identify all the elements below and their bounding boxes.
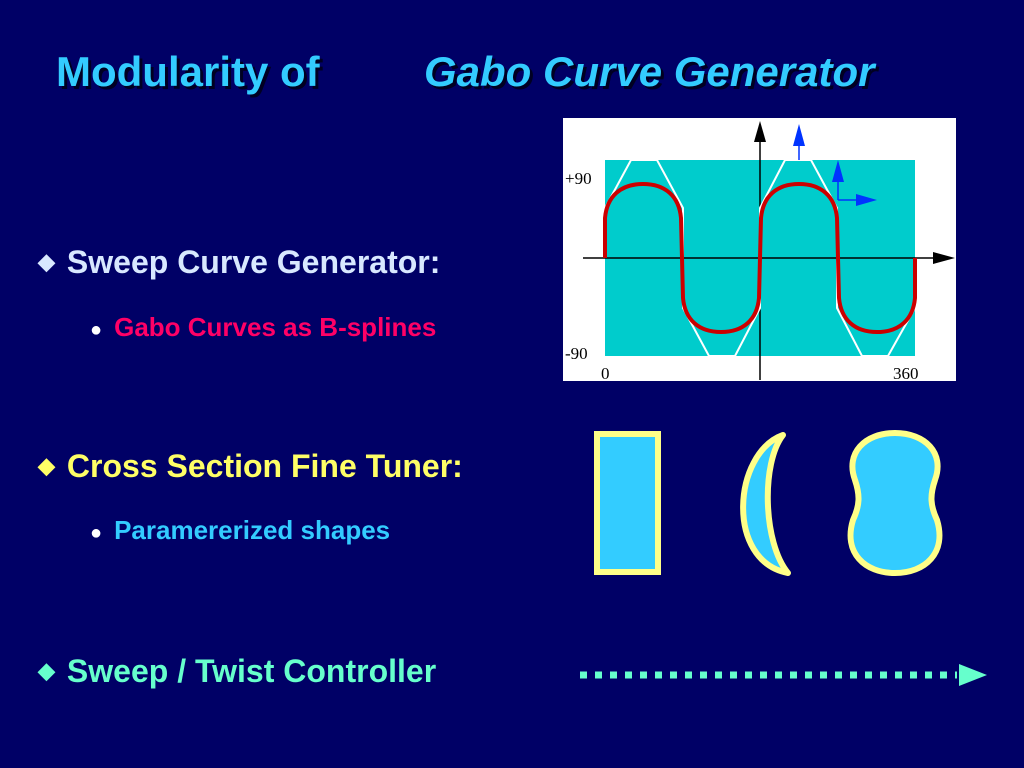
slide-title: Modularity of Gabo Curve Generator <box>0 44 1024 108</box>
title-part-2: Gabo Curve Generator <box>424 48 875 95</box>
bullet-label: Sweep / Twist Controller <box>66 653 437 689</box>
sub-bullet-gabo-curves: ● Gabo Curves as B-splines <box>90 312 436 343</box>
bullet-sweep-curve-generator: ◆ Sweep Curve Generator: <box>38 244 440 281</box>
bullet-cross-section-fine-tuner: ◆ Cross Section Fine Tuner: <box>38 448 463 485</box>
blue-arrow-up-icon <box>793 124 805 146</box>
crescent-shape <box>740 432 791 576</box>
gabo-curve-svg: +90 -90 0 360 <box>565 121 955 381</box>
blue-arrow-right-icon <box>856 194 877 206</box>
bullet-label: Sweep Curve Generator: <box>66 244 441 280</box>
peanut-shape <box>847 429 943 577</box>
sub-bullet-parameterized-shapes: ● Paramererized shapes <box>90 515 390 546</box>
x-min-label: 0 <box>601 364 610 381</box>
sub-bullet-label: Gabo Curves as B-splines <box>114 312 437 342</box>
y-min-label: -90 <box>565 344 588 363</box>
cross-section-shapes <box>594 429 943 577</box>
title-part-1: Modularity of <box>56 48 320 95</box>
y-axis-arrow-icon <box>754 121 766 142</box>
sweep-twist-arrow <box>580 664 987 686</box>
diamond-bullet-icon: ◆ <box>38 453 55 478</box>
rectangle-shape <box>594 431 661 575</box>
gabo-bspline-curve <box>603 181 917 335</box>
x-axis-arrow-icon <box>933 252 955 264</box>
bullet-sweep-twist-controller: ◆ Sweep / Twist Controller <box>38 653 436 690</box>
gabo-curve-graph: +90 -90 0 360 <box>563 118 956 381</box>
bullet-label: Cross Section Fine Tuner: <box>66 448 463 484</box>
sub-bullet-label: Paramererized shapes <box>114 515 391 545</box>
arrow-right-icon <box>959 664 987 686</box>
dot-bullet-icon: ● <box>90 522 103 544</box>
dot-bullet-icon: ● <box>90 319 103 341</box>
y-max-label: +90 <box>565 169 592 188</box>
x-max-label: 360 <box>893 364 919 381</box>
diamond-bullet-icon: ◆ <box>38 658 55 683</box>
diamond-bullet-icon: ◆ <box>38 249 55 274</box>
blue-arrow-up-small-icon <box>832 160 844 182</box>
